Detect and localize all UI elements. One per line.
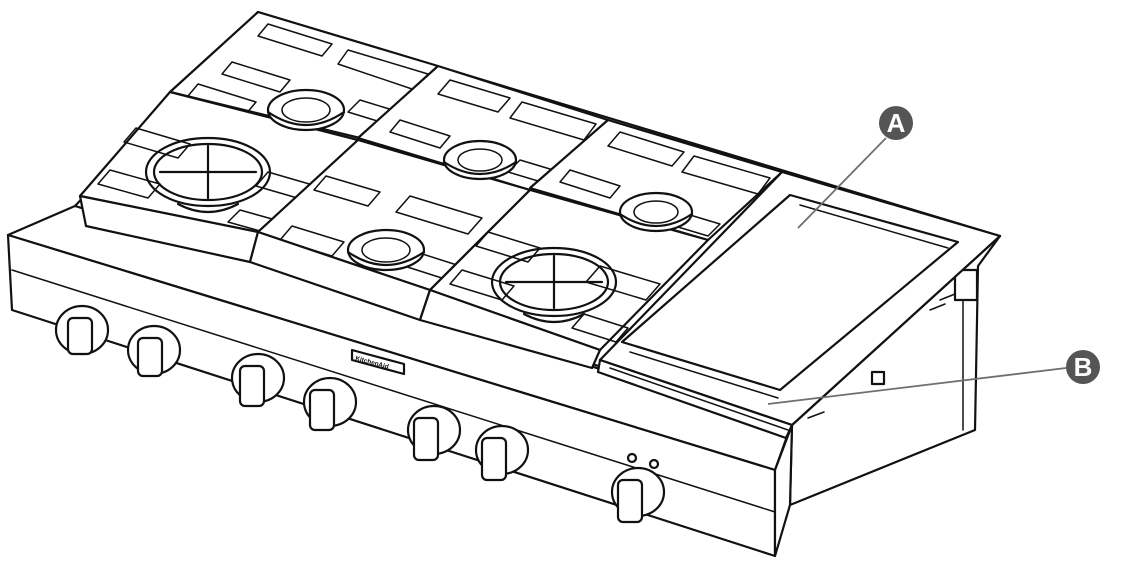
griddle-edge: [799, 204, 949, 249]
callout-b-leader: [767, 367, 1067, 405]
knob-7: [610, 466, 666, 524]
grates: [78, 10, 784, 370]
callout-a-label: A: [887, 108, 906, 138]
side-slot: [807, 411, 825, 419]
control-panel-skirt: [773, 423, 794, 558]
burner-front-mid: [346, 228, 426, 272]
burner-back-mid: [442, 139, 518, 181]
control-panel: KitchenAid: [6, 204, 794, 558]
knob-6: [474, 424, 530, 482]
griddle: [596, 170, 1002, 440]
burner-back-left: [266, 88, 346, 132]
knob-4: [302, 376, 358, 432]
callout-a: A: [797, 106, 913, 229]
griddle-plate: [620, 193, 960, 392]
grate-legs: [78, 194, 602, 370]
callout-a-leader: [797, 137, 887, 229]
callout-b-label: B: [1074, 352, 1093, 382]
burner-front-left-ring: [144, 136, 272, 214]
side-bracket: [953, 268, 979, 302]
knob-3: [230, 352, 286, 408]
knob-1: [54, 304, 110, 356]
burner-front-right-ring: [490, 246, 618, 324]
grease-tray: [596, 358, 794, 440]
callout-b: B: [767, 350, 1100, 405]
knobs: [54, 304, 666, 524]
callout-a-marker: [879, 106, 913, 140]
grease-tray-edge: [609, 367, 789, 431]
callout-b-marker: [1066, 350, 1100, 384]
knob-5: [406, 404, 462, 462]
burners: [144, 88, 694, 324]
burner-back-right: [618, 191, 694, 233]
side-slot: [939, 293, 956, 301]
knob-2: [126, 324, 182, 378]
indicator-light: [648, 458, 660, 470]
side-slot: [929, 303, 946, 311]
indicator-light: [626, 452, 638, 464]
brand-badge-plate: [350, 348, 406, 376]
side-tab: [870, 370, 886, 386]
griddle-edge: [629, 351, 779, 399]
